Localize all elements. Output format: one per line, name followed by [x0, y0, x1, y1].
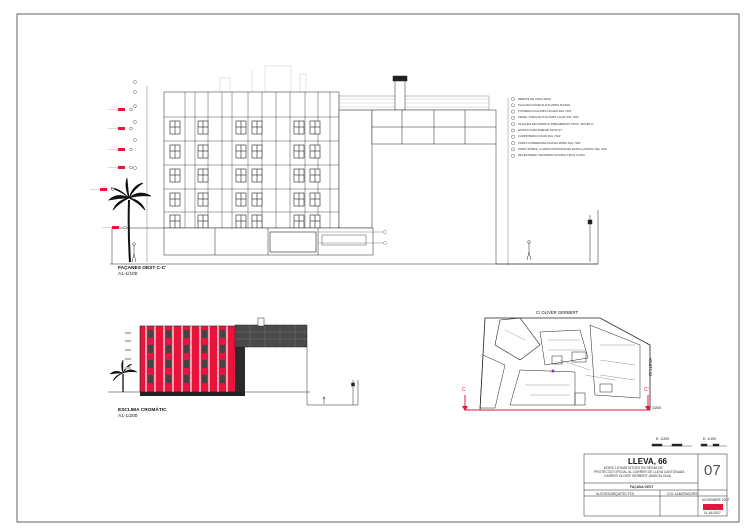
legend-item: PLACADA DOVEGIA D'ALUMINI ANODIC [518, 102, 571, 107]
colour-window [184, 330, 189, 338]
legend-circle [511, 128, 515, 133]
legend-item: REVESTIMENT DE PEDRA NATURAL TIPUS LLOSA [518, 153, 586, 158]
marker-circle [133, 166, 137, 170]
marker-circle [133, 138, 137, 142]
level-circle [129, 126, 133, 131]
colour-window [202, 330, 207, 338]
palm-tree-icon [107, 177, 152, 263]
legend-circle [511, 97, 515, 101]
authors-field: AUTORS/ARQUITECTES [596, 492, 635, 496]
colour-window [184, 360, 189, 368]
level-tag [100, 188, 107, 191]
section-mark-c-prime: C' [644, 387, 649, 393]
site-plan [462, 317, 651, 411]
section-mark-c: C [462, 387, 466, 393]
level-tag [118, 108, 125, 111]
sheet-name: FAÇANA OEST [630, 485, 654, 489]
secondary-elevation-caption: ESCLIMA CROMÀTIC [118, 408, 167, 413]
marker-circle [133, 104, 137, 108]
legend-item: PORTA DOBLE, LLUPES D'ENTRADA DE RAJOLA … [518, 146, 608, 151]
legend-circle [511, 153, 515, 158]
colour-elevation [108, 317, 359, 406]
collaborators-field: COL.LABORADORS [667, 492, 698, 496]
legend-item: CARPINTERIA COLOR RAL 7022 [518, 134, 561, 139]
colour-window [220, 330, 225, 338]
legend-item: PORTA CORREDISSA PLANXA MÒBIL RAL 7022 [518, 140, 581, 145]
colour-window [166, 330, 171, 338]
faint-marker [125, 358, 131, 360]
project-desc-1: EDIFICI D'HABITATGES EN RÈGIM DE [604, 466, 663, 470]
project-title: LLEVA, 66 [628, 457, 667, 466]
project-desc-2: PROTECCIÓ OFICIAL AL CARRER DE LLEVA CAN… [594, 470, 685, 474]
colour-window [202, 345, 207, 353]
marker-circle [133, 90, 137, 94]
legend-item: PLAQUES DE FORMIGO PREFABRICAT TIPUS "AR… [518, 121, 594, 126]
main-elevation-caption: FAÇANES OEST C-C' [118, 266, 167, 271]
level-tag [118, 166, 125, 169]
faint-marker [125, 349, 131, 351]
level-markers [90, 80, 137, 230]
level-circle [123, 225, 127, 230]
colour-window [166, 360, 171, 368]
faint-marker [125, 367, 131, 369]
level-circle [129, 147, 133, 152]
scale-bar-label-200: E: 1/200 [656, 437, 670, 441]
legend-circle [511, 141, 515, 145]
legend-item: PERFIL TUBULAR D'ALUMINI LACAT RAL 7022 [518, 115, 579, 120]
leader-lines [318, 230, 387, 245]
legend-item: FUSTERIA D'ALUMINI LACADA RAL 7024 [518, 109, 572, 114]
colour-window [184, 375, 189, 383]
level-tag [112, 226, 119, 229]
colour-window [148, 330, 153, 338]
marker-circle [133, 120, 137, 124]
colour-window [220, 375, 225, 383]
legend-circle [511, 109, 515, 114]
colour-window [202, 375, 207, 383]
colour-window [148, 345, 153, 353]
title-block [583, 443, 728, 517]
sheet-border [16, 13, 740, 523]
legend-item: REMATE DE CIRA LARVA [518, 96, 552, 101]
legend-circle [511, 122, 515, 126]
scale-bar-label-100: E: 1/100 [703, 437, 717, 441]
legend-markers [507, 97, 515, 265]
colour-window [220, 345, 225, 353]
legend-circle [511, 134, 515, 139]
colour-window [220, 360, 225, 368]
colour-window [184, 345, 189, 353]
drawing-code: 01-66-2007 [704, 511, 721, 515]
main-elevation-scale: A1-1/100 [118, 272, 138, 277]
colour-window [148, 375, 153, 383]
level-circle [129, 165, 133, 170]
main-elevation [110, 65, 599, 265]
legend-circle [511, 116, 515, 120]
level-tag [118, 127, 125, 130]
sheet-number: 07 [704, 462, 721, 479]
plan-street-label: C/ OLIVER GERBERT [536, 310, 579, 315]
level-circle [111, 187, 115, 192]
legend-item: ESTRUCTURA PREFAB TIPUS ST [518, 128, 563, 132]
project-desc-3: CARRER OLIVER GERBERT (BARCELONA) [604, 474, 672, 478]
faint-marker [125, 340, 131, 342]
faint-marker [125, 332, 131, 334]
colour-window [148, 360, 153, 368]
colour-window [202, 360, 207, 368]
colour-window [166, 375, 171, 383]
level-circle [129, 107, 133, 112]
level-tag [118, 148, 125, 151]
legend-circle [511, 147, 515, 152]
secondary-elevation-scale: A1-1/200 [118, 414, 138, 419]
colour-window [166, 345, 171, 353]
plan-side-label: C/ LLEVA [648, 357, 653, 376]
marker-circle [133, 80, 137, 84]
plan-scale: 1/200 [652, 406, 661, 410]
legend-circle [511, 103, 515, 108]
date-field: NOVEMBRE 2007 [702, 498, 730, 502]
